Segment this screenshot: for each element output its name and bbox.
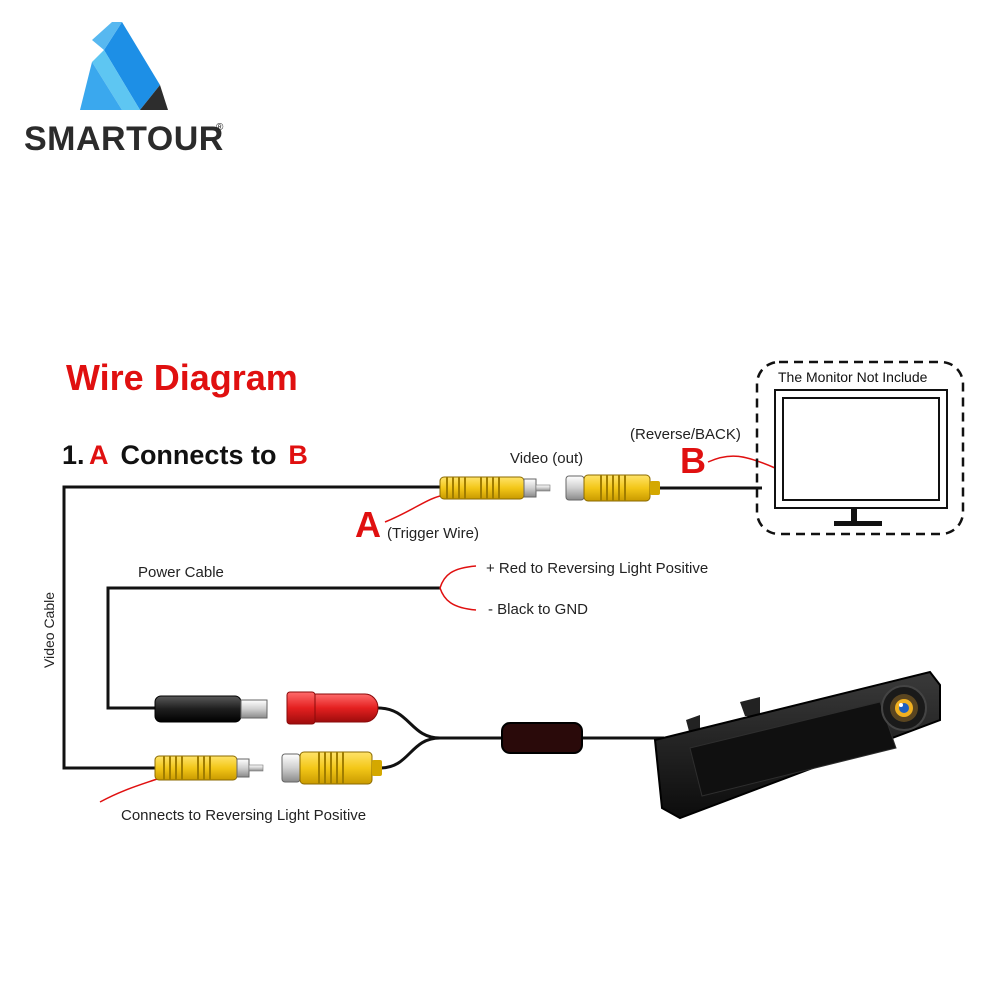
video-out-label: Video (out) xyxy=(510,450,583,467)
rca-female-connector-b xyxy=(565,474,660,502)
inline-module xyxy=(501,722,583,754)
rca-female-connector-lower xyxy=(281,751,382,785)
brand-logo-icon xyxy=(80,22,168,110)
pointer-lines xyxy=(99,455,776,803)
trigger-wire-label: (Trigger Wire) xyxy=(387,525,479,542)
step-a: A xyxy=(89,440,109,470)
step-b: B xyxy=(288,440,308,470)
camera-harness xyxy=(377,706,664,770)
letter-a: A xyxy=(355,504,381,545)
letter-b: B xyxy=(680,440,706,481)
brand-name: SMARTOUR xyxy=(24,120,224,158)
monitor-label: The Monitor Not Include xyxy=(778,369,928,385)
black-wire-label: - Black to GND xyxy=(488,601,588,618)
diagram-title: Wire Diagram xyxy=(66,357,298,398)
video-cable xyxy=(62,485,445,770)
rca-male-connector-a xyxy=(439,476,551,500)
registered-mark: ® xyxy=(216,122,224,133)
power-cable xyxy=(106,586,440,710)
reversing-light-label: Connects to Reversing Light Positive xyxy=(121,807,366,824)
step-heading: 1. A Connects to B xyxy=(62,440,308,470)
trunk-handle-camera xyxy=(653,670,941,820)
dc-male-connector xyxy=(154,695,268,723)
dc-female-connector xyxy=(286,691,379,725)
monitor-dashed-frame xyxy=(755,360,965,536)
red-wire-label: + Red to Reversing Light Positive xyxy=(486,560,708,577)
video-cable-label: Video Cable xyxy=(41,592,57,668)
monitor-icon xyxy=(774,389,948,526)
step-prefix: 1. xyxy=(62,440,85,470)
power-cable-label: Power Cable xyxy=(138,564,224,581)
reverse-label: (Reverse/BACK) xyxy=(630,426,741,443)
rca-male-connector-lower xyxy=(154,755,264,781)
step-middle: Connects to xyxy=(113,440,284,470)
